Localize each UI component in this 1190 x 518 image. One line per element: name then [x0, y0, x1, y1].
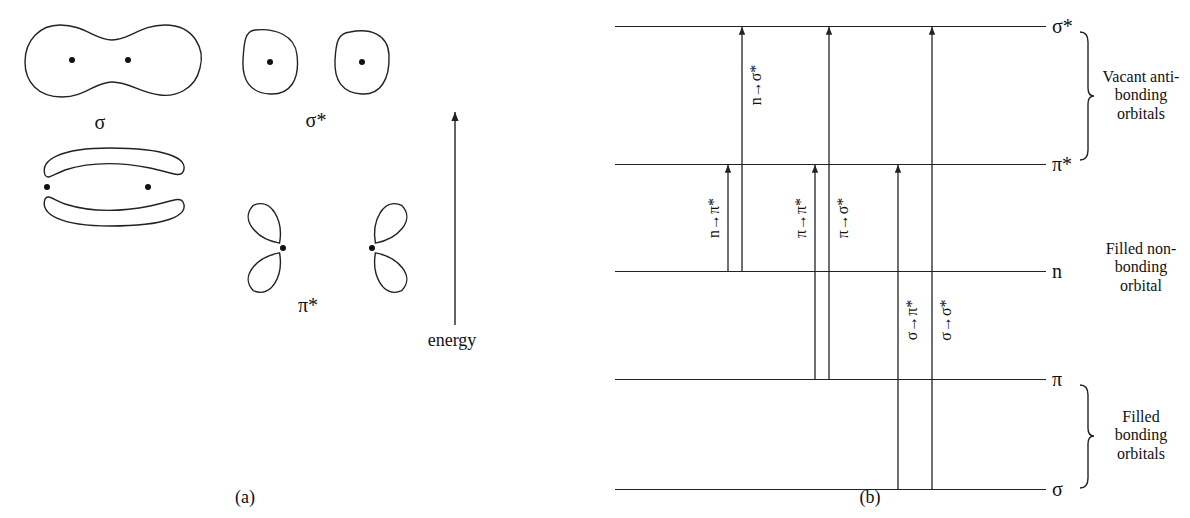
orbital-label: σ — [95, 111, 106, 134]
brace — [1080, 385, 1094, 488]
transition-arrow — [814, 165, 815, 380]
transition-label: π→σ* — [835, 198, 851, 239]
bracket-label: Vacant anti-bonding orbitals — [1098, 68, 1184, 123]
transition-label: σ→π* — [904, 300, 920, 341]
energy-level: σ* — [615, 26, 1046, 27]
orbital-label: σ* — [306, 109, 327, 132]
sigma-star-lobe — [243, 30, 298, 94]
energy-level: σ — [615, 489, 1046, 490]
level-label: σ — [1052, 477, 1063, 501]
nucleus-dot — [145, 184, 151, 190]
transition-arrow — [931, 27, 932, 490]
pi-star-lobe — [364, 245, 413, 298]
energy-level: π* — [615, 164, 1046, 165]
pi-lobe — [44, 197, 184, 226]
level-label: n — [1052, 259, 1062, 283]
bracket-label: Filled non-bonding orbital — [1098, 240, 1184, 295]
pi-star-lobe — [242, 198, 291, 251]
energy-level: π — [615, 379, 1046, 380]
orbital-label: (a) — [235, 487, 255, 508]
pi-lobe — [44, 148, 184, 177]
sigma-star-lobe — [335, 31, 389, 94]
level-label: π — [1052, 367, 1062, 391]
nucleus-dot — [69, 57, 75, 63]
nucleus-dot — [369, 245, 375, 251]
transition-arrow — [828, 27, 829, 380]
transition-label: n→π* — [706, 198, 722, 238]
sigma-orbital — [25, 25, 201, 97]
orbital-label: π* — [298, 294, 318, 317]
pi-star-lobe — [364, 198, 413, 251]
bracket-label: Filled bonding orbitals — [1098, 408, 1184, 463]
orbital-label: (b) — [860, 487, 881, 508]
energy-level: n — [615, 271, 1046, 272]
orbital-label: energy — [428, 330, 477, 351]
nucleus-dot — [280, 245, 286, 251]
energy-arrow — [454, 112, 455, 325]
transition-label: π→π* — [793, 198, 809, 238]
transition-label: σ→σ* — [938, 299, 954, 340]
nucleus-dot — [125, 57, 131, 63]
level-label: π* — [1052, 152, 1072, 176]
nucleus-dot — [359, 59, 365, 65]
nucleus-dot — [44, 184, 50, 190]
pi-star-lobe — [242, 245, 291, 298]
transition-arrow — [727, 165, 728, 272]
level-label: σ* — [1052, 14, 1073, 38]
brace — [1080, 32, 1094, 160]
transition-arrow — [897, 165, 898, 490]
transition-label: n→σ* — [748, 65, 764, 106]
transition-arrow — [741, 27, 742, 272]
nucleus-dot — [267, 59, 273, 65]
